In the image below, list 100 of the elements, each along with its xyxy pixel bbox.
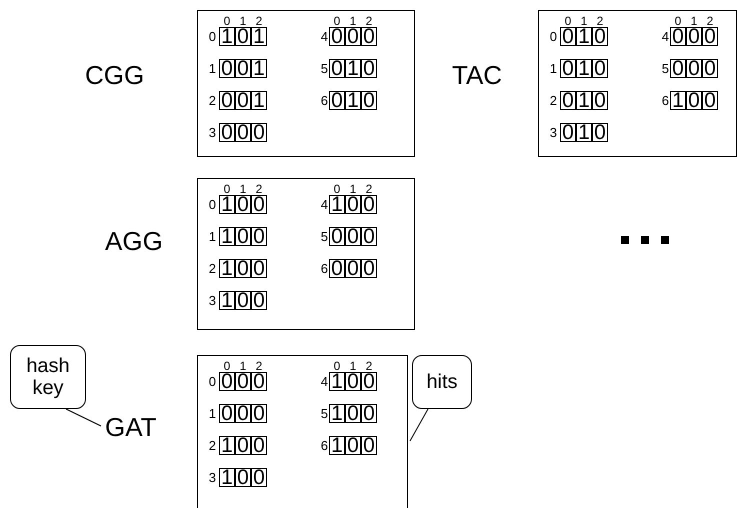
bit-cell: 0 bbox=[329, 227, 345, 246]
row-index: 6 bbox=[660, 94, 669, 108]
row-index: 1 bbox=[208, 230, 216, 244]
bit-cell: 0 bbox=[592, 123, 608, 142]
column-index: 2 bbox=[364, 183, 374, 195]
bit-cell: 0 bbox=[251, 404, 267, 423]
bit-cell: 0 bbox=[345, 404, 361, 423]
bit-cell: 0 bbox=[251, 123, 267, 142]
bit-cell: 0 bbox=[235, 123, 251, 142]
bit-cell: 0 bbox=[235, 59, 251, 78]
bit-cell: 0 bbox=[345, 259, 361, 278]
bit-cell: 0 bbox=[251, 291, 267, 310]
bit-cell: 0 bbox=[219, 372, 235, 391]
bit-cell: 1 bbox=[251, 91, 267, 110]
bit-cell: 0 bbox=[345, 372, 361, 391]
bit-cell: 1 bbox=[576, 91, 592, 110]
speech-bubble: hits bbox=[412, 355, 472, 409]
bit-cell: 1 bbox=[576, 27, 592, 46]
column-index: 0 bbox=[222, 15, 232, 27]
sequence-key: GAT bbox=[105, 412, 157, 442]
table-panel bbox=[197, 355, 408, 508]
bit-cell: 1 bbox=[251, 27, 267, 46]
row-index: 2 bbox=[208, 262, 216, 276]
column-index: 1 bbox=[238, 183, 248, 195]
bit-cell: 0 bbox=[560, 123, 576, 142]
row-index: 2 bbox=[548, 94, 557, 108]
bit-cell: 0 bbox=[702, 91, 718, 110]
row-index: 4 bbox=[320, 198, 328, 212]
bit-cell: 1 bbox=[576, 123, 592, 142]
bit-cell: 0 bbox=[560, 27, 576, 46]
column-index: 2 bbox=[254, 183, 264, 195]
bit-cell: 0 bbox=[235, 259, 251, 278]
bit-cell: 0 bbox=[251, 195, 267, 214]
row-index: 0 bbox=[208, 198, 216, 212]
bit-cell: 0 bbox=[670, 59, 686, 78]
bit-cell: 0 bbox=[329, 59, 345, 78]
bit-cell: 0 bbox=[702, 27, 718, 46]
row-index: 1 bbox=[548, 62, 557, 76]
bit-cell: 0 bbox=[361, 195, 377, 214]
bit-cell: 0 bbox=[235, 372, 251, 391]
bit-cell: 1 bbox=[219, 27, 235, 46]
column-index: 0 bbox=[674, 15, 682, 27]
bit-cell: 0 bbox=[361, 91, 377, 110]
column-index: 1 bbox=[348, 15, 358, 27]
column-index: 2 bbox=[364, 360, 374, 372]
bit-cell: 0 bbox=[345, 27, 361, 46]
bit-cell: 0 bbox=[560, 91, 576, 110]
bit-cell: 0 bbox=[361, 27, 377, 46]
column-index: 1 bbox=[348, 183, 358, 195]
row-index: 4 bbox=[320, 30, 328, 44]
row-index: 5 bbox=[320, 407, 328, 421]
bit-cell: 0 bbox=[235, 91, 251, 110]
bit-cell: 0 bbox=[361, 372, 377, 391]
bit-cell: 0 bbox=[235, 468, 251, 487]
row-index: 6 bbox=[320, 94, 328, 108]
bit-cell: 0 bbox=[361, 59, 377, 78]
column-index: 2 bbox=[254, 360, 264, 372]
bit-cell: 0 bbox=[345, 227, 361, 246]
bit-cell: 0 bbox=[251, 227, 267, 246]
column-index: 0 bbox=[222, 183, 232, 195]
bit-cell: 1 bbox=[345, 59, 361, 78]
bit-cell: 0 bbox=[686, 27, 702, 46]
bit-cell: 0 bbox=[670, 27, 686, 46]
bit-cell: 1 bbox=[251, 59, 267, 78]
column-index: 2 bbox=[254, 15, 264, 27]
bit-cell: 0 bbox=[251, 259, 267, 278]
bit-cell: 1 bbox=[219, 436, 235, 455]
table-panel bbox=[197, 178, 415, 330]
column-index: 1 bbox=[348, 360, 358, 372]
bit-cell: 1 bbox=[219, 291, 235, 310]
row-index: 1 bbox=[208, 62, 216, 76]
row-index: 4 bbox=[660, 30, 669, 44]
bit-cell: 0 bbox=[219, 59, 235, 78]
row-index: 5 bbox=[660, 62, 669, 76]
bit-cell: 0 bbox=[235, 227, 251, 246]
row-index: 5 bbox=[320, 62, 328, 76]
bit-cell: 0 bbox=[235, 404, 251, 423]
bit-cell: 1 bbox=[219, 468, 235, 487]
row-index: 5 bbox=[320, 230, 328, 244]
bit-cell: 0 bbox=[361, 404, 377, 423]
row-index: 0 bbox=[208, 375, 216, 389]
bit-cell: 0 bbox=[251, 372, 267, 391]
bit-cell: 0 bbox=[329, 259, 345, 278]
bit-cell: 0 bbox=[702, 59, 718, 78]
row-index: 4 bbox=[320, 375, 328, 389]
bit-cell: 1 bbox=[329, 436, 345, 455]
bit-cell: 0 bbox=[361, 227, 377, 246]
bit-cell: 0 bbox=[329, 27, 345, 46]
sequence-key: AGG bbox=[105, 226, 163, 256]
bit-cell: 0 bbox=[219, 404, 235, 423]
column-index: 1 bbox=[238, 360, 248, 372]
column-index: 0 bbox=[332, 15, 342, 27]
bit-cell: 1 bbox=[576, 59, 592, 78]
bit-cell: 0 bbox=[219, 123, 235, 142]
bit-cell: 1 bbox=[670, 91, 686, 110]
sequence-key: CGG bbox=[85, 60, 144, 90]
bit-cell: 1 bbox=[219, 227, 235, 246]
bit-cell: 1 bbox=[219, 195, 235, 214]
bit-cell: 0 bbox=[251, 468, 267, 487]
row-index: 1 bbox=[208, 407, 216, 421]
